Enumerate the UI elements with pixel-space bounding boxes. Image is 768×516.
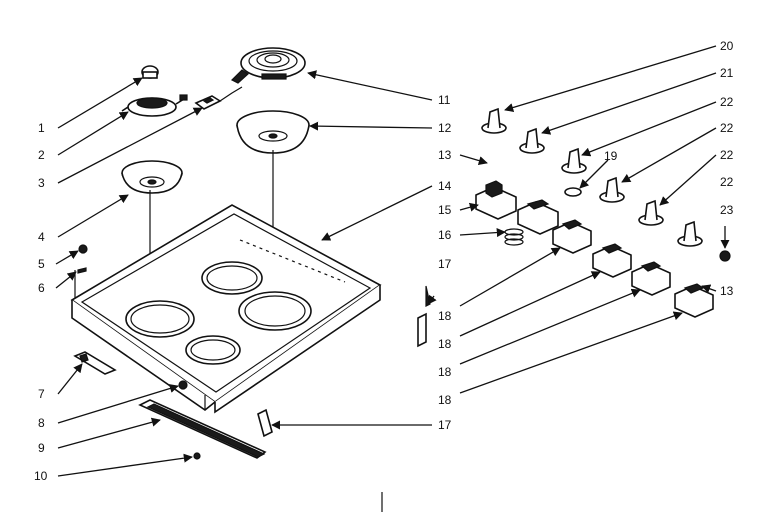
callout-18-a: 18 <box>438 309 452 323</box>
callout-17-lower: 17 <box>438 418 452 432</box>
part-22-knob-4 <box>677 220 703 247</box>
callout-6: 6 <box>38 281 45 295</box>
part-1-cap <box>141 65 159 79</box>
callout-19: 19 <box>604 149 618 163</box>
part-22-knob-2 <box>599 176 625 203</box>
part-8-screw <box>178 380 188 390</box>
callout-20: 20 <box>720 39 734 53</box>
part-18-switch-1 <box>552 219 592 254</box>
leader-lines <box>55 45 730 512</box>
callout-23: 23 <box>720 203 734 217</box>
callout-22-c: 22 <box>720 148 734 162</box>
callout-18-d: 18 <box>438 393 452 407</box>
callout-18-c: 18 <box>438 365 452 379</box>
part-16-switch <box>517 199 559 235</box>
callout-7: 7 <box>38 387 45 401</box>
part-18-switch-4 <box>674 283 714 318</box>
callout-14: 14 <box>438 179 452 193</box>
callout-15: 15 <box>438 203 452 217</box>
callout-1: 1 <box>38 121 45 135</box>
part-14-main-top <box>70 204 382 414</box>
callout-18-b: 18 <box>438 337 452 351</box>
part-7-bracket <box>73 351 117 375</box>
callout-labels: 1 2 3 4 5 6 7 8 9 10 11 12 13 14 15 16 1… <box>34 39 734 483</box>
part-4-drip-pan-small <box>121 160 183 194</box>
part-3-terminal-block <box>194 86 243 110</box>
part-18-switch-3 <box>631 261 671 296</box>
part-2-receptacle <box>121 94 188 117</box>
callout-12: 12 <box>438 121 452 135</box>
part-20-knob <box>481 107 507 134</box>
part-22-knob-3 <box>638 199 664 226</box>
callout-16: 16 <box>438 228 452 242</box>
part-17-bracket-front <box>257 408 273 438</box>
callout-22-b: 22 <box>720 121 734 135</box>
callout-13-left: 13 <box>438 148 452 162</box>
callout-21: 21 <box>720 66 734 80</box>
part-17-bracket-right <box>417 285 431 348</box>
part-18-switch-2 <box>592 243 632 278</box>
callout-3: 3 <box>38 176 45 190</box>
callout-9: 9 <box>38 441 45 455</box>
callout-2: 2 <box>38 148 45 162</box>
part-19-ring <box>564 187 582 197</box>
callout-22-d: 22 <box>720 175 734 189</box>
callout-10: 10 <box>34 469 48 483</box>
callout-5: 5 <box>38 257 45 271</box>
part-22-knob-1 <box>561 147 587 174</box>
part-21-knob <box>519 127 545 154</box>
callout-13-right: 13 <box>720 284 734 298</box>
callout-4: 4 <box>38 230 45 244</box>
part-15-switch <box>475 180 517 220</box>
part-6-clip <box>77 267 87 274</box>
part-9-trim-strip <box>138 399 267 459</box>
callout-11: 11 <box>438 93 451 107</box>
part-12-drip-pan-large <box>236 110 310 154</box>
callout-17-upper: 17 <box>438 257 452 271</box>
part-5-screw <box>78 244 88 254</box>
callout-8: 8 <box>38 416 45 430</box>
callout-22-a: 22 <box>720 95 734 109</box>
part-11-surface-element <box>230 47 306 84</box>
part-16-spring <box>504 228 524 246</box>
part-23-nut <box>719 250 731 262</box>
part-10-screw <box>193 452 201 460</box>
